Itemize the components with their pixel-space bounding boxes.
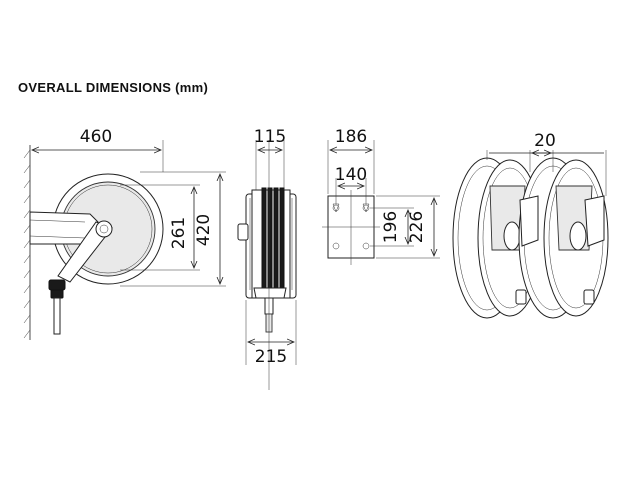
- front-hub: [237, 223, 249, 241]
- dim-20: 20: [534, 131, 556, 151]
- multi-reel-view: 20: [452, 131, 609, 319]
- bracket-hole: [332, 242, 340, 250]
- dim-226: 226: [407, 211, 427, 243]
- dim-215: 215: [255, 347, 287, 367]
- bracket-view: 186 140 196 226: [322, 127, 440, 265]
- bracket-hole: [362, 204, 370, 212]
- dim-460: 460: [80, 127, 112, 147]
- side-nozzle-tip: [53, 297, 61, 335]
- dim-420: 420: [194, 214, 214, 246]
- bracket-hole: [332, 204, 340, 212]
- bracket-hole: [362, 242, 370, 250]
- side-view: 460 261 420: [23, 127, 226, 340]
- side-nozzle-body: [48, 279, 66, 291]
- page-title: OVERALL DIMENSIONS (mm): [18, 80, 209, 95]
- dim-261: 261: [169, 217, 189, 249]
- dim-140: 140: [335, 165, 367, 185]
- dim-186: 186: [335, 127, 367, 147]
- dim-196: 196: [381, 211, 401, 243]
- dim-115: 115: [254, 127, 286, 147]
- front-view: 115 215: [237, 127, 297, 390]
- wall-hatch: [23, 145, 31, 340]
